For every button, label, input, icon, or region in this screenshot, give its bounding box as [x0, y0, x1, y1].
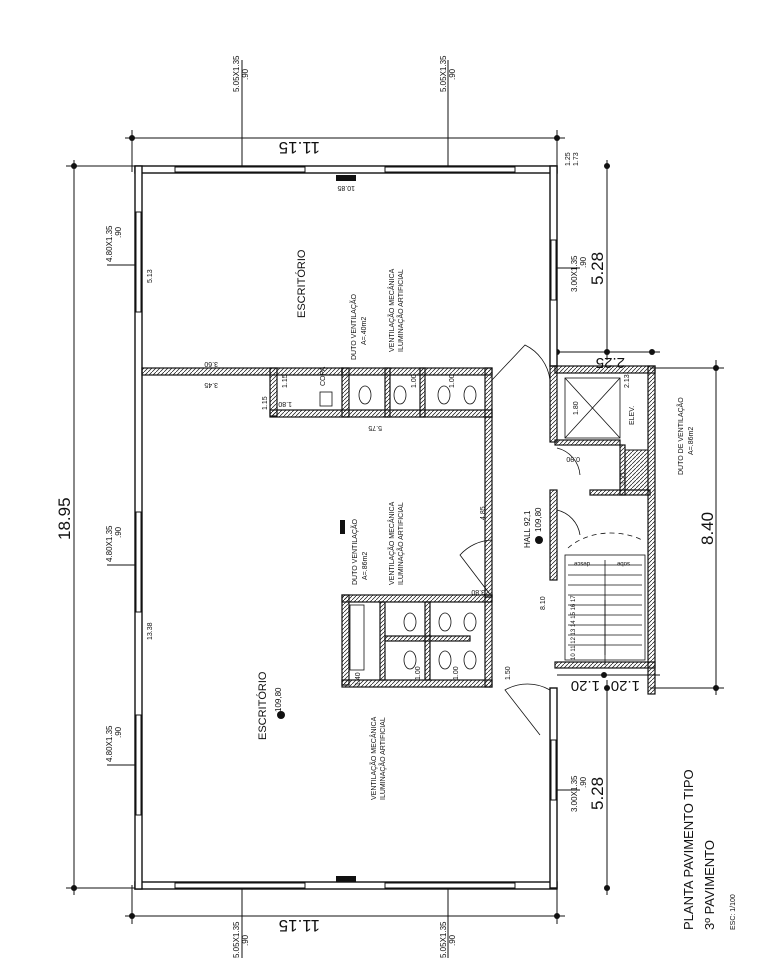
window-tag-3: 5.05X1.35	[232, 921, 241, 958]
dim-right-mid: 8.40	[698, 512, 717, 545]
level-label-hall: 109,80	[534, 507, 543, 532]
window-tag-4: 5.05X1.35	[439, 921, 448, 958]
dim-180a: 1.80	[278, 400, 292, 407]
window-tag-6: 4.80X1.35	[105, 525, 114, 562]
dim-090: 0.90	[566, 455, 580, 462]
room-label-copa: COPA	[320, 366, 327, 386]
dim-810: 8.10	[540, 596, 547, 610]
window-tag-1: 5.05X1.35	[232, 55, 241, 92]
window-tag-6b: .90	[114, 526, 123, 538]
dim-stair-bottom2: 1.20	[611, 677, 640, 694]
dim-1338: 13.38	[147, 622, 154, 640]
room-label-escritorio-bottom: ESCRITÓRIO	[256, 671, 269, 740]
room-label-escritorio-top: ESCRITÓRIO	[295, 249, 308, 318]
dim-485: 4.85	[480, 506, 487, 520]
dim-100a: 1.00	[411, 374, 418, 388]
note-stair-desce: desce	[573, 560, 590, 566]
dim-150: 1.50	[505, 666, 512, 680]
dim-core-width: 2.25	[596, 354, 625, 371]
title-line-1: PLANTA PAVIMENTO TIPO	[681, 769, 696, 930]
note-duto-top-2: A=.40m2	[361, 317, 368, 345]
window-leaders	[107, 264, 580, 791]
dim-overall-length: 18.95	[55, 497, 74, 540]
window-tag-1b: .90	[241, 68, 250, 80]
dim-100b: 1.00	[449, 374, 456, 388]
title-line-2: 3º PAVIMENTO	[702, 840, 717, 930]
note-vent-top-2: ILUMINAÇÃO ARTIFICIAL	[396, 269, 405, 352]
labels: 18.95 11.15 11.15 5.28 5.28 8.40 2.25 1.…	[55, 55, 737, 958]
window-tag-5: 4.80X1.35	[105, 225, 114, 262]
dim-575: 5.75	[368, 424, 382, 431]
dim-stair-bottom: 1.20	[571, 677, 600, 694]
fixtures	[277, 385, 543, 719]
note-vent-mid-2: ILUMINAÇÃO ARTIFICIAL	[396, 502, 405, 585]
window-tag-3b: .90	[241, 934, 250, 946]
title-scale: ESC: 1/100	[730, 894, 737, 930]
room-label-hall: HALL 92,1	[523, 510, 532, 548]
dim-1085b: 10.85	[337, 874, 355, 881]
dim-345: 3.45	[204, 381, 218, 388]
room-label-elev: ELEV.	[629, 406, 636, 425]
window-tag-8: 3.00X1.35	[570, 255, 579, 292]
dim-213: 2.13	[624, 374, 631, 388]
dim-1085a: 10.85	[337, 184, 355, 191]
dim-115a: 1.15	[262, 396, 269, 410]
dim-right-upper: 5.28	[588, 252, 607, 285]
window-tag-9: 3.00X1.35	[570, 775, 579, 812]
note-duto-right-1: DUTO DE VENTILAÇÃO	[676, 397, 685, 475]
level-label-bottom: 109,80	[274, 687, 283, 712]
window-tag-9b: .90	[579, 776, 588, 788]
note-vent-bot-2: ILUMINAÇÃO ARTIFICIAL	[378, 717, 387, 800]
note-duto-top-1: DUTO VENTILAÇÃO	[349, 293, 358, 360]
interior-walls	[141, 365, 656, 695]
dim-right-lower: 5.28	[588, 777, 607, 810]
dim-125: 1.25	[565, 152, 572, 166]
note-vent-mid-1: VENTILAÇÃO MECÂNICA	[387, 501, 396, 585]
note-stair-steps: 10 11 12 13 14 15 16 17	[571, 595, 577, 660]
dim-360: 3.60	[204, 360, 218, 367]
note-vent-bot-1: VENTILAÇÃO MECÂNICA	[369, 716, 378, 800]
note-stair-sobe: sobe	[616, 560, 630, 566]
window-tag-8b: .90	[579, 256, 588, 268]
dim-380: 3.80	[471, 588, 485, 595]
window-tag-4b: .90	[448, 934, 457, 946]
dim-180b: 1.80	[573, 401, 580, 415]
stair	[564, 532, 646, 665]
dim-140: 1.40	[355, 672, 362, 686]
note-duto-right-2: A=.86m2	[688, 427, 695, 455]
dim-width-bottom: 11.15	[279, 916, 320, 935]
window-tag-7: 4.80X1.35	[105, 725, 114, 762]
note-duto-mid-1: DUTO VENTILAÇÃO	[350, 518, 359, 585]
doors	[459, 344, 581, 736]
window-tag-2b: .90	[448, 68, 457, 80]
dim-173: 1.73	[573, 152, 580, 166]
dim-100d: 1.00	[453, 666, 460, 680]
dim-115b: 1.15	[282, 374, 289, 388]
window-tag-5b: .90	[114, 226, 123, 238]
dim-513: 5.13	[147, 269, 154, 283]
dim-width-top: 11.15	[279, 138, 320, 157]
dimension-lines	[66, 60, 724, 958]
elevator-shaft	[564, 377, 621, 439]
dim-121: 1.21	[620, 471, 627, 485]
exterior-walls	[134, 165, 558, 890]
window-tag-2: 5.05X1.35	[439, 55, 448, 92]
note-vent-top-1: VENTILAÇÃO MECÂNICA	[387, 268, 396, 352]
note-duto-mid-2: A=.86m2	[362, 552, 369, 580]
window-tag-7b: .90	[114, 726, 123, 738]
dim-100c: 1.00	[415, 666, 422, 680]
